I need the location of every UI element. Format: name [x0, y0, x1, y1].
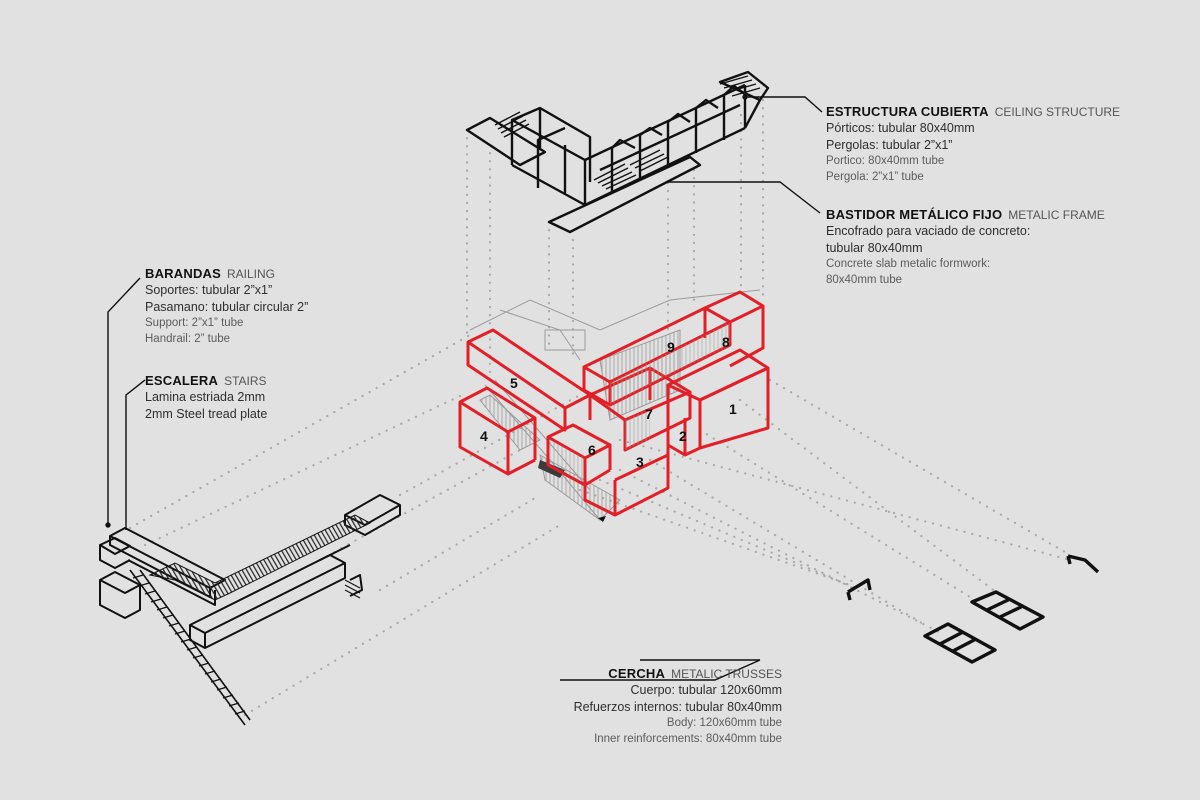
container-number-9: 9 [667, 339, 675, 355]
stairs-spec-line: Lamina estriada 2mm [145, 390, 266, 404]
walkway-deck [148, 514, 372, 601]
container-number-4: 4 [480, 428, 488, 444]
trusses-title-en: METALIC TRUSSES [671, 667, 782, 681]
ceiling-title-en: CEILING STRUCTURE [994, 105, 1121, 119]
container-number-6: 6 [588, 442, 596, 458]
projection-lines [128, 98, 1072, 717]
ceiling-spec-line: Pórticos: tubular 80x40mm [826, 121, 975, 135]
frame-title-es: BASTIDOR METÁLICO FIJO [826, 207, 1003, 222]
container-number-1: 1 [729, 401, 737, 417]
ceiling-spec-line-en: Portico: 80x40mm tube [826, 155, 945, 167]
railing-spec-line: Soportes: tubular 2”x1” [145, 283, 273, 297]
frame-spec-line: tubular 80x40mm [826, 240, 923, 255]
railing-spec-line-en: Support: 2”x1” tube [145, 317, 244, 329]
main-stair [129, 569, 361, 726]
railing-spec-line: Pasamano: tubular circular 2” [145, 299, 309, 314]
label-metalic-frame: BASTIDOR METÁLICO FIJO METALIC FRAME Enco… [826, 207, 1105, 288]
container-number-7: 7 [645, 406, 653, 422]
frame-spec-line-en: Concrete slab metalic formwork: [826, 258, 991, 270]
label-stairs: ESCALERA STAIRS Lamina estriada 2mm 2mm S… [145, 373, 267, 422]
frame-spec-line: Encofrado para vaciado de concreto: [826, 224, 1031, 238]
metal-trusses [846, 554, 1100, 664]
ceiling-title-es: ESTRUCTURA CUBIERTA [826, 104, 989, 119]
frame-spec-line-en: 80x40mm tube [826, 274, 903, 286]
stairs-title-es: ESCALERA [145, 373, 219, 388]
container-number-2: 2 [679, 428, 687, 444]
frame-title-en: METALIC FRAME [1008, 208, 1105, 222]
trusses-spec-line: Cuerpo: tubular 120x60mm [630, 683, 782, 697]
leader-lines [105, 94, 823, 681]
stairs-title-en: STAIRS [224, 374, 267, 388]
railing-title-en: RAILING [227, 267, 276, 281]
container-numbers: 1 2 3 4 5 6 7 8 9 [480, 334, 737, 470]
trusses-spec-line-en: Inner reinforcements: 80x40mm tube [594, 733, 782, 745]
trusses-spec-line: Refuerzos internos: tubular 80x40mm [573, 699, 782, 714]
ceiling-spec-line: Pergolas: tubular 2”x1” [826, 137, 953, 152]
trusses-title-es: CERCHA [608, 666, 666, 681]
container-modules [458, 290, 770, 517]
label-ceiling-structure: ESTRUCTURA CUBIERTA CEILING STRUCTURE Pór… [826, 104, 1120, 185]
trusses-spec-line-en: Body: 120x60mm tube [666, 717, 782, 729]
label-trusses: CERCHA METALIC TRUSSES Cuerpo: tubular 12… [574, 666, 782, 747]
stair-tread-dark [538, 460, 565, 478]
ceiling-spec-line-en: Pergola: 2”x1” tube [826, 171, 924, 183]
railing-title-es: BARANDAS [145, 266, 221, 281]
railing-spec-line-en: Handrail: 2” tube [145, 333, 231, 345]
container-fill [550, 322, 730, 483]
ceiling-structure [465, 70, 770, 234]
container-number-5: 5 [510, 375, 518, 391]
container-number-8: 8 [722, 334, 730, 350]
stairs-spec-line-en: 2mm Steel tread plate [145, 406, 268, 421]
container-number-3: 3 [636, 454, 644, 470]
